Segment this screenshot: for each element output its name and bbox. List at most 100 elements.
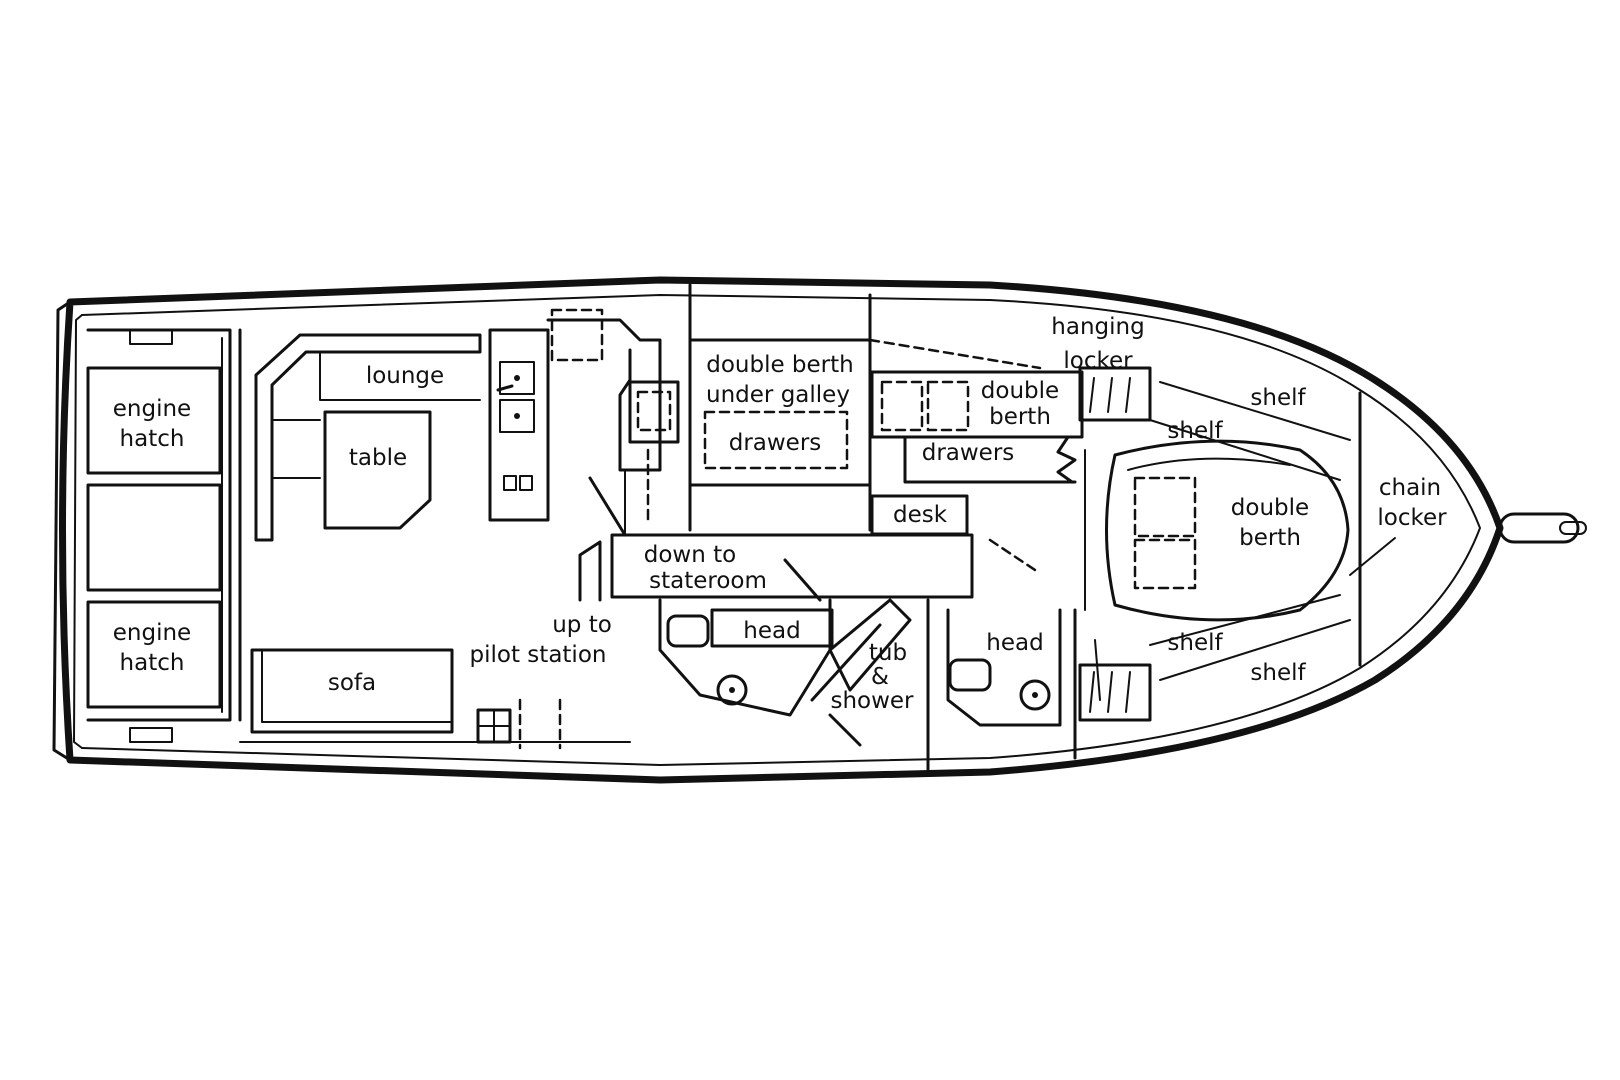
svg-text:double berth: double berth (706, 352, 854, 378)
fwd-locker-hanger-2 (1107, 671, 1113, 713)
label-lounge: lounge (366, 363, 444, 389)
label-drawers-mid: drawers (922, 440, 1015, 466)
galley-faucet (496, 384, 514, 392)
transom-inner (73, 314, 83, 749)
tub-diagonal (810, 623, 882, 702)
hull-inner-line (81, 294, 1481, 766)
companionway-arrow (783, 558, 822, 602)
label-tub-shower: tub & shower (830, 640, 914, 714)
mid-berth-dash-1 (880, 380, 924, 432)
label-double-berth-under-galley: double berth under galley (706, 352, 854, 408)
svg-text:berth: berth (1239, 525, 1301, 551)
transom (52, 300, 72, 762)
label-up-to-pilot-station: up to pilot station (470, 612, 612, 668)
galley-burner-1 (503, 475, 517, 491)
svg-text:tub: tub (869, 640, 907, 666)
sofa (250, 648, 454, 734)
hanging-locker (1078, 366, 1152, 422)
shelf-line-top-outer (1159, 381, 1351, 441)
label-chain-locker: chain locker (1377, 475, 1447, 531)
lounge-seat (254, 333, 482, 542)
label-shelf-bottom-inner: shelf (1167, 630, 1223, 656)
v-berth-surround (1084, 449, 1101, 701)
svg-text:&: & (871, 664, 889, 690)
locker-hanger-3 (1125, 377, 1131, 413)
label-shelf-top-outer: shelf (1250, 385, 1306, 411)
label-shelf-top-inner: shelf (1167, 418, 1223, 444)
cleat-bottom (129, 727, 173, 743)
fwd-head-sink-drain (1032, 692, 1038, 698)
label-head-fwd: head (986, 630, 1043, 656)
aft-head-counter (710, 608, 834, 648)
svg-text:engine: engine (113, 620, 191, 646)
lounge-back (319, 351, 481, 401)
v-berth-cushion-2 (1133, 538, 1197, 590)
svg-text:engine: engine (113, 396, 191, 422)
bow-sprit (1498, 512, 1580, 544)
fwd-head-sink (1019, 679, 1051, 711)
sink-drain-2 (514, 413, 520, 419)
companionway-step (578, 540, 602, 602)
galley-fridge-inner (636, 390, 672, 432)
aft-head-enclosure (658, 598, 832, 717)
fwd-hanging-locker (1078, 663, 1152, 722)
svg-text:hatch: hatch (120, 650, 185, 676)
label-hanging-locker: hanging locker (1051, 314, 1144, 374)
fwd-locker-hanger-1 (1089, 671, 1095, 713)
salon-table (323, 410, 432, 530)
shelf-line-top-inner (1149, 419, 1341, 481)
svg-text:down to: down to (644, 542, 736, 568)
svg-text:locker: locker (1377, 505, 1447, 531)
svg-text:stateroom: stateroom (649, 568, 767, 594)
galley-drawers (703, 410, 849, 470)
pilot-steps (518, 698, 562, 750)
svg-text:pilot station: pilot station (470, 642, 607, 668)
engine-hatch-middle (86, 483, 222, 592)
label-head-aft: head (743, 618, 800, 644)
aft-head-toilet (666, 614, 710, 648)
bow-sprit-inner (1559, 521, 1587, 535)
label-table: table (349, 445, 407, 471)
v-berth-inner (1127, 457, 1291, 471)
galley-sink-1 (499, 361, 535, 395)
galley-burner-2 (519, 475, 533, 491)
svg-text:double: double (981, 378, 1059, 404)
fwd-locker-hanger-3 (1125, 671, 1131, 713)
svg-text:locker: locker (1063, 348, 1133, 374)
fwd-head-toilet (948, 658, 992, 692)
svg-text:shower: shower (830, 688, 914, 714)
galley-counter (488, 328, 550, 522)
svg-text:up to: up to (552, 612, 612, 638)
fwd-head-enclosure (946, 608, 1062, 727)
engine-hatch-bottom (86, 600, 222, 709)
galley-wall (546, 318, 662, 472)
locker-hanger-1 (1089, 377, 1095, 413)
mid-berth-dash-2 (926, 380, 970, 432)
stair-diagonal (588, 476, 627, 537)
aft-head-sink (716, 674, 748, 706)
chain-locker-leader (1349, 537, 1396, 576)
label-engine-hatch-top: engine hatch (113, 396, 191, 452)
label-desk: desk (893, 502, 948, 528)
zigzag-spring (1056, 435, 1077, 484)
v-berth-cushion-1 (1133, 476, 1197, 538)
locker-hanger-2 (1107, 377, 1113, 413)
cleat-top (129, 329, 173, 345)
label-double-berth-mid: double berth (981, 378, 1059, 430)
desk (870, 494, 969, 536)
aft-head-sink-drain (729, 687, 735, 693)
svg-text:hatch: hatch (120, 426, 185, 452)
svg-text:chain: chain (1379, 475, 1441, 501)
desk-dashed-line (988, 538, 1037, 572)
shower-wall (828, 598, 930, 777)
svg-text:berth: berth (989, 404, 1051, 430)
label-engine-hatch-bottom: engine hatch (113, 620, 191, 676)
v-berth (1105, 439, 1350, 622)
engine-hatch-top (86, 366, 222, 475)
svg-text:hanging: hanging (1051, 314, 1144, 340)
tub-shower (828, 598, 912, 692)
label-double-berth-fwd: double berth (1231, 495, 1309, 551)
shelf-line-bottom-inner (1149, 594, 1341, 646)
galley-fridge (628, 380, 680, 444)
